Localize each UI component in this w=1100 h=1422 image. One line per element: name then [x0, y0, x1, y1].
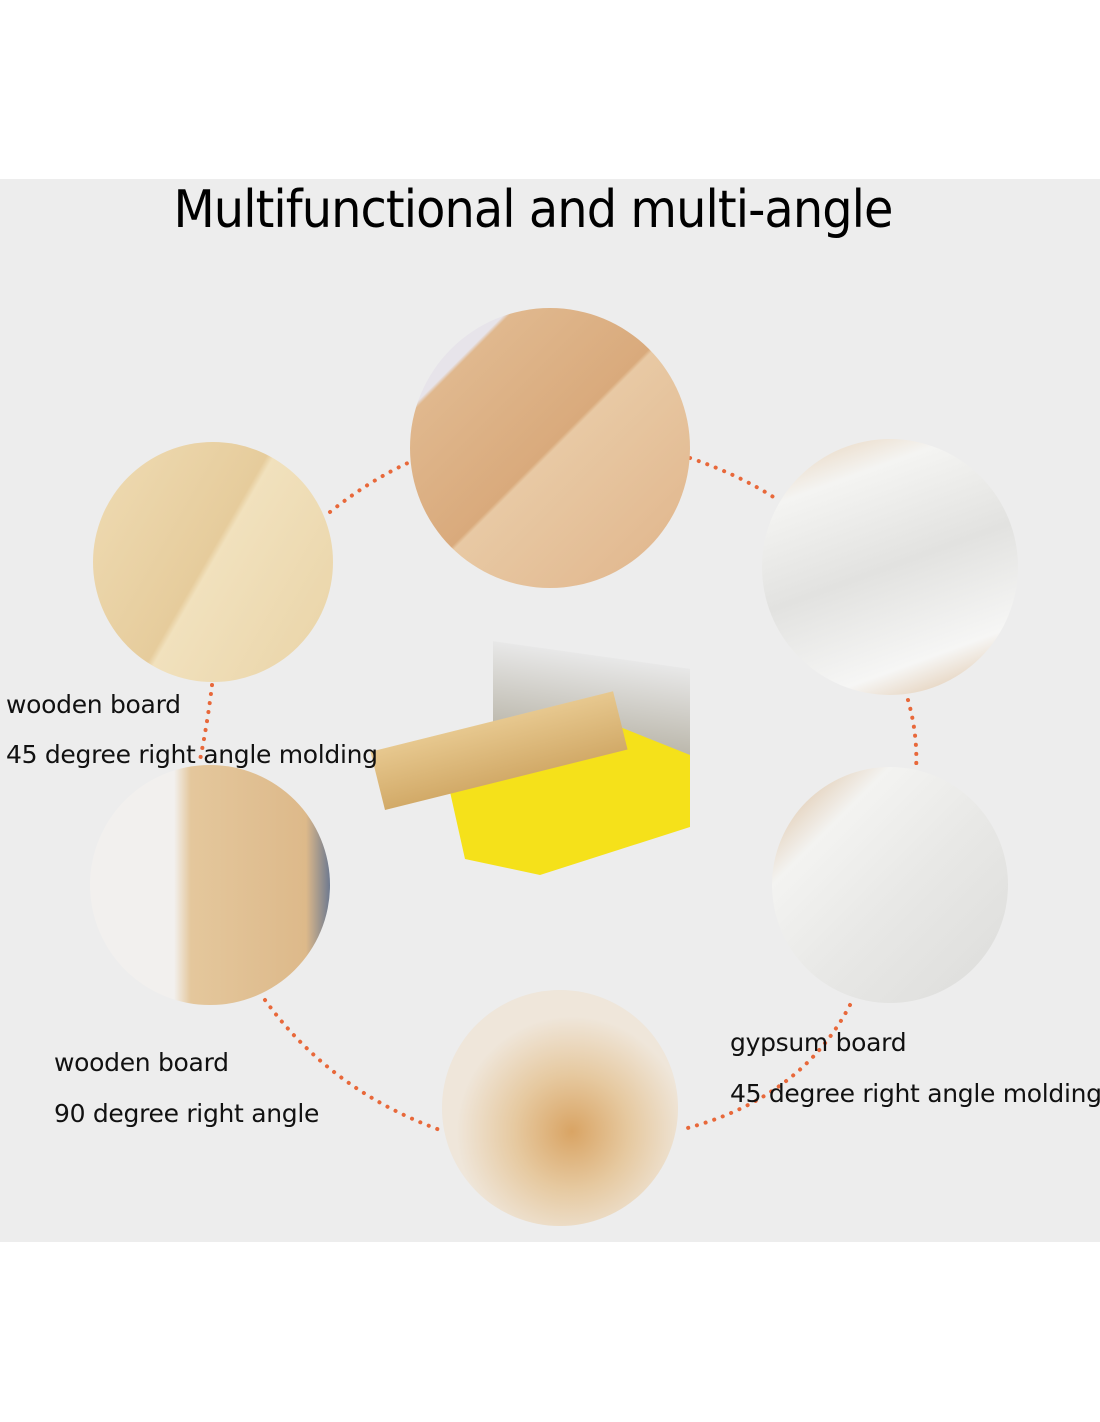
label-wooden-board-90-desc: 90 degree right angle [54, 1099, 320, 1128]
page-title: Multifunctional and multi-angle [173, 180, 893, 240]
gypsum-molding-image [772, 767, 1008, 1003]
white-crown-molding-image [762, 439, 1018, 695]
label-gypsum-board-title: gypsum board [730, 1028, 907, 1057]
wood-miter-corner-image [410, 308, 690, 588]
label-wooden-board-90-title: wooden board [54, 1048, 229, 1077]
label-gypsum-board-desc: 45 degree right angle molding [730, 1079, 1100, 1108]
sawdust-miter-box-image [442, 990, 678, 1226]
miter-box-saw-image [370, 641, 690, 880]
pine-board-corner-image [93, 442, 333, 682]
wood-shelf-joint-image [90, 765, 330, 1005]
label-wooden-board-45-title: wooden board [6, 690, 181, 719]
label-wooden-board-45-desc: 45 degree right angle molding [6, 740, 378, 769]
